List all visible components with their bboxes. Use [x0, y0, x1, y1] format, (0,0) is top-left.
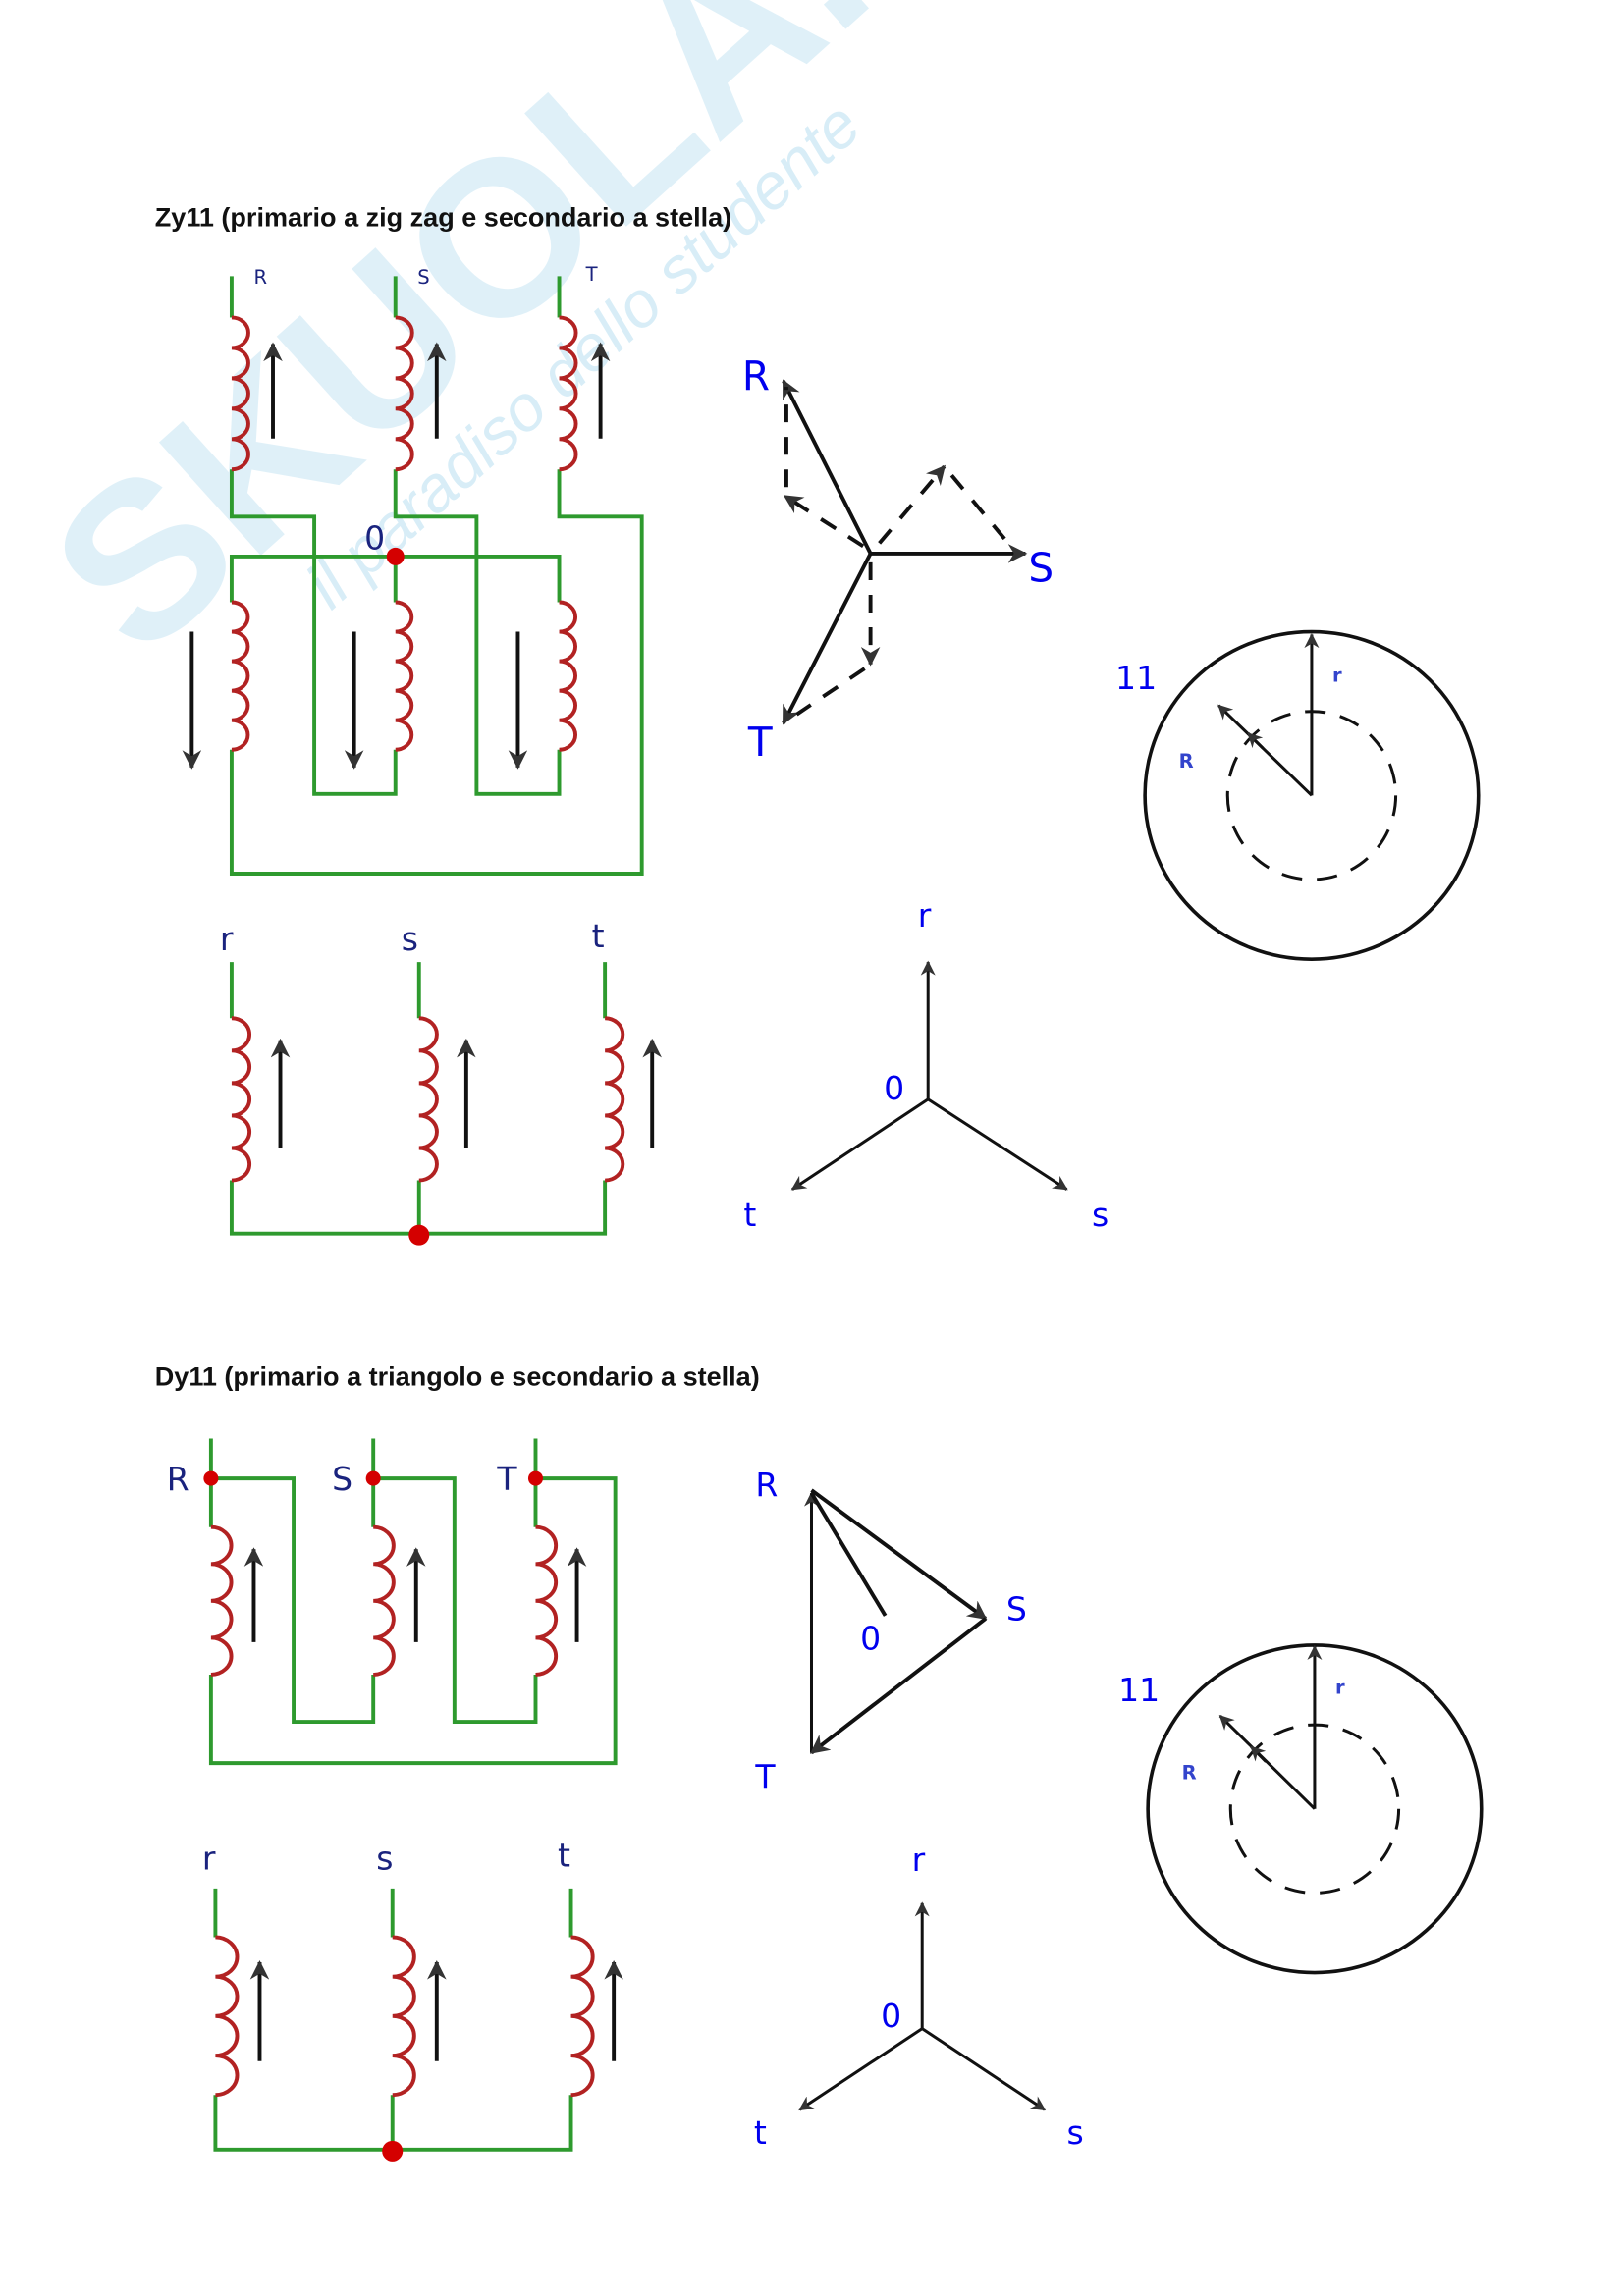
- neutral-label: 0: [364, 518, 385, 557]
- clock-diagram-2: 11 r R: [1118, 1643, 1484, 1975]
- neutral-node: [386, 547, 405, 565]
- delta-primary-circuit: R S T: [167, 1438, 618, 1766]
- delta-primary-phasor: R S T 0: [754, 1466, 1026, 1796]
- clock-face: [1143, 629, 1481, 961]
- phasor-label-r: r: [912, 1841, 926, 1879]
- coil-upper-T: [559, 315, 578, 472]
- zigzag-primary-circuit: 0 R S T: [182, 263, 644, 876]
- phasor-s: [927, 1097, 1068, 1191]
- terminal-label-T: T: [585, 263, 598, 286]
- coil-upper-S: [395, 315, 414, 472]
- coil-r: [215, 1935, 240, 2098]
- wire: [393, 469, 562, 796]
- coil-s: [392, 1935, 416, 2098]
- phasor-label-S: S: [1006, 1589, 1027, 1628]
- coil-lower-T: [559, 600, 578, 752]
- phasor-component: [949, 474, 1012, 548]
- wire: [229, 469, 644, 876]
- phasor-center-label: 0: [881, 1997, 901, 2035]
- clock-hour-label: 11: [1118, 1671, 1160, 1709]
- phasor-label-S: S: [1028, 544, 1054, 591]
- coil-T: [535, 1524, 559, 1677]
- clock-hand-R: [1218, 1714, 1316, 1810]
- phasor-label-T: T: [747, 719, 773, 766]
- coil-lower-R: [231, 600, 250, 752]
- clock-hand-r-label: r: [1332, 665, 1342, 687]
- star-secondary-phasor-2: r s t 0: [754, 1841, 1084, 2152]
- wire: [210, 1476, 376, 1725]
- phasor-label-s: s: [1092, 1196, 1109, 1234]
- phasor-label-R: R: [742, 352, 770, 400]
- wire: [208, 1476, 618, 1766]
- phasor-component: [783, 494, 865, 549]
- coil-t: [605, 1016, 625, 1183]
- clock-hand-R-label: R: [1179, 750, 1194, 773]
- node-S: [365, 1470, 381, 1486]
- phasor-component: [878, 464, 947, 545]
- clock-hour-label: 11: [1115, 659, 1157, 697]
- clock-hand-r-label: r: [1335, 1677, 1345, 1699]
- coil-R: [210, 1524, 234, 1677]
- star-node: [382, 2140, 404, 2162]
- section1-title: Zy11 (primario a zig zag e secondario a …: [155, 202, 731, 232]
- phasor-s: [921, 2027, 1047, 2111]
- terminal-label-R: R: [253, 266, 267, 289]
- terminal-label-t: t: [558, 1836, 570, 1874]
- phasor-label-r: r: [918, 896, 932, 934]
- clock-diagram-1: 11 r R: [1115, 629, 1481, 961]
- coil-S: [373, 1524, 396, 1677]
- phasor-t: [798, 2027, 924, 2111]
- star-secondary-phasor-1: r s t 0: [743, 896, 1109, 1234]
- terminal-label-r: r: [202, 1839, 216, 1877]
- zigzag-primary-phasor: R S T: [742, 352, 1054, 766]
- clock-hand-R-label: R: [1182, 1762, 1197, 1785]
- coil-s: [418, 1016, 439, 1183]
- wire: [229, 469, 398, 796]
- clock-hand-R: [1217, 704, 1313, 797]
- phasor-RS: [810, 1488, 988, 1621]
- phasor-center-label: 0: [884, 1069, 904, 1107]
- terminal-label-r: r: [220, 920, 234, 958]
- star-secondary-circuit-1: r s t: [220, 917, 662, 1246]
- phasor-label-t: t: [743, 1196, 756, 1234]
- terminal-label-R: R: [167, 1460, 189, 1498]
- coil-r: [231, 1016, 251, 1183]
- star-node: [408, 1224, 430, 1246]
- phasor-ST: [809, 1617, 988, 1755]
- section2-title: Dy11 (primario a triangolo e secondario …: [155, 1362, 760, 1391]
- terminal-label-T: T: [496, 1460, 517, 1498]
- terminal-label-s: s: [402, 920, 418, 958]
- phasor-t: [790, 1097, 930, 1191]
- phasor-label-R: R: [755, 1466, 778, 1504]
- phasor-label-T: T: [754, 1758, 776, 1796]
- phasor-T: [782, 553, 873, 725]
- phasor-R: [782, 379, 873, 555]
- phasor-component: [795, 667, 866, 717]
- phasor-R0: [809, 1492, 888, 1617]
- node-R: [203, 1470, 219, 1486]
- star-secondary-circuit-2: r s t: [202, 1836, 623, 2162]
- terminal-label-S: S: [332, 1460, 352, 1498]
- coil-upper-R: [231, 315, 250, 472]
- phasor-center-label: 0: [860, 1619, 881, 1657]
- phasor-label-t: t: [754, 2113, 767, 2152]
- arrow-icon: [1250, 1745, 1268, 1763]
- phasor-label-s: s: [1066, 2113, 1083, 2152]
- coil-lower-S: [395, 600, 414, 752]
- node-T: [527, 1470, 544, 1486]
- terminal-label-s: s: [376, 1839, 393, 1877]
- terminal-label-S: S: [417, 266, 429, 289]
- terminal-label-t: t: [592, 917, 605, 955]
- coil-t: [570, 1935, 595, 2098]
- wire: [373, 1476, 538, 1725]
- arrow-icon: [1247, 732, 1265, 750]
